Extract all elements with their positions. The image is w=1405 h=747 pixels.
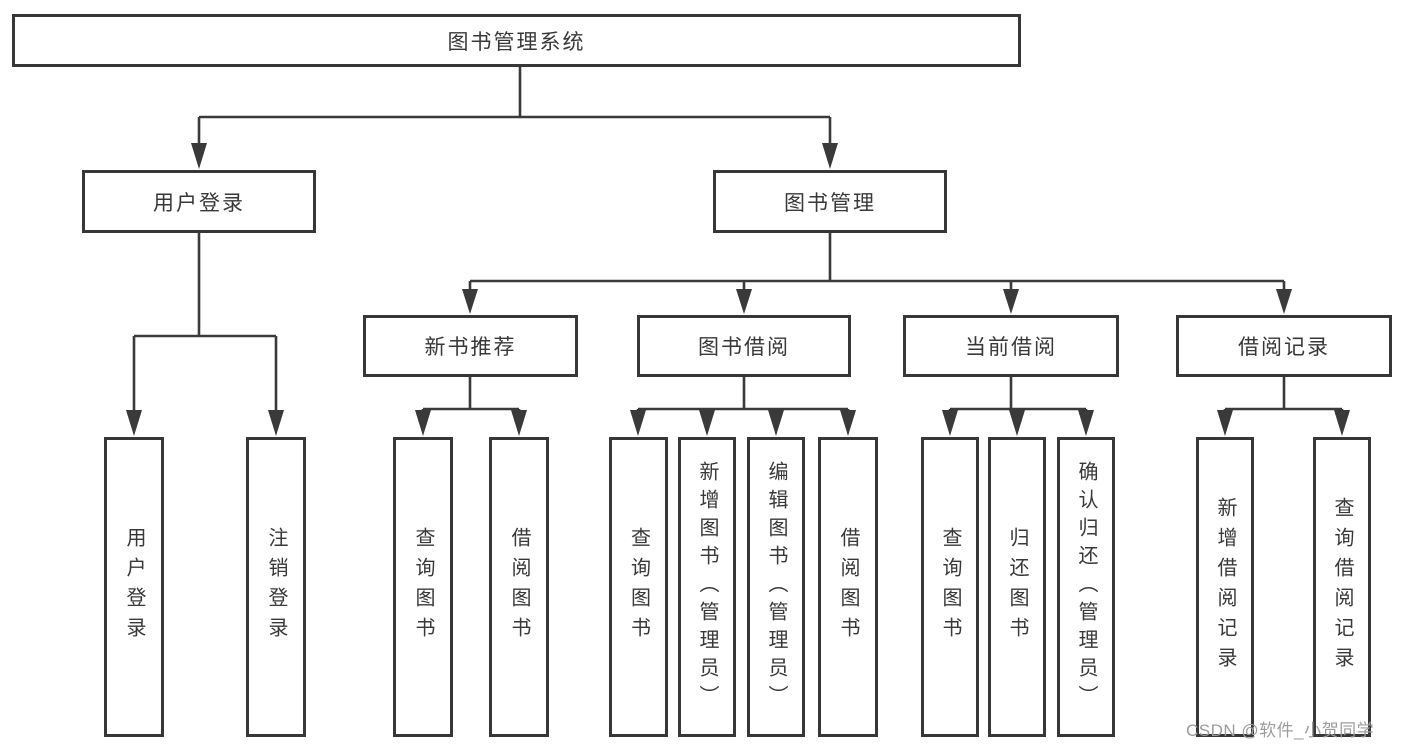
leaf-user-login: 用户登录 — [104, 437, 164, 737]
edge-new-book-recommend-to-leaves — [415, 377, 527, 436]
leaf-edit-books-admin: 编辑图书（管理员） — [747, 437, 805, 737]
leaf-add-borrow-record: 新增借阅记录 — [1196, 437, 1254, 737]
node-label: 确认归还（管理员） — [1075, 461, 1097, 713]
node-label: 查询图书 — [627, 527, 650, 647]
leaf-borrow-books-recommend: 借阅图书 — [489, 437, 549, 737]
leaf-logout-login: 注销登录 — [246, 437, 306, 737]
node-label: 图书管理 — [784, 191, 876, 215]
leaf-borrow-books-borrowing: 借阅图书 — [818, 437, 878, 737]
node-label: 新书推荐 — [424, 336, 517, 359]
node-user-login: 用户登录 — [82, 170, 316, 233]
node-label: 借阅记录 — [1238, 336, 1330, 359]
node-label: 借阅图书 — [508, 527, 530, 647]
node-label: 编辑图书（管理员） — [765, 461, 787, 713]
edge-book-management-to-level3 — [462, 233, 1292, 314]
edge-root-to-level2 — [191, 67, 838, 169]
node-label: 新增借阅记录 — [1214, 497, 1236, 677]
node-label: 归还图书 — [1006, 527, 1028, 647]
node-label: 用户登录 — [123, 527, 145, 647]
leaf-query-books-current: 查询图书 — [921, 437, 979, 737]
node-label: 图书管理系统 — [447, 30, 586, 54]
edge-book-borrowing-to-leaves — [630, 377, 856, 436]
node-label: 注销登录 — [265, 527, 287, 647]
edge-user-login-to-leaves — [126, 233, 284, 436]
node-new-book-recommend: 新书推荐 — [363, 315, 578, 377]
csdn-watermark: CSDN @软件_小贺同学 — [1186, 721, 1375, 740]
node-book-management: 图书管理 — [713, 170, 947, 233]
leaf-confirm-return-admin: 确认归还（管理员） — [1057, 437, 1115, 737]
node-label: 查询借阅记录 — [1331, 497, 1353, 677]
node-label: 查询图书 — [939, 527, 961, 647]
node-label: 用户登录 — [153, 191, 245, 215]
leaf-add-books-admin: 新增图书（管理员） — [678, 437, 736, 737]
node-borrowing-records: 借阅记录 — [1176, 315, 1392, 377]
node-label: 图书借阅 — [698, 336, 790, 359]
node-label: 查询图书 — [412, 527, 434, 647]
edge-borrowing-records-to-leaves — [1217, 377, 1350, 436]
node-library-management-system: 图书管理系统 — [12, 14, 1021, 67]
leaf-query-books-recommend: 查询图书 — [393, 437, 453, 737]
leaf-query-books-borrowing: 查询图书 — [609, 437, 668, 737]
node-label: 新增图书（管理员） — [696, 461, 718, 713]
node-book-borrowing: 图书借阅 — [637, 315, 851, 377]
leaf-query-borrow-record: 查询借阅记录 — [1313, 437, 1371, 737]
edge-current-borrowing-to-leaves — [942, 377, 1094, 436]
node-label: 借阅图书 — [837, 527, 859, 647]
leaf-return-books: 归还图书 — [988, 437, 1046, 737]
node-label: 当前借阅 — [965, 336, 1057, 359]
node-current-borrowing: 当前借阅 — [903, 315, 1119, 377]
